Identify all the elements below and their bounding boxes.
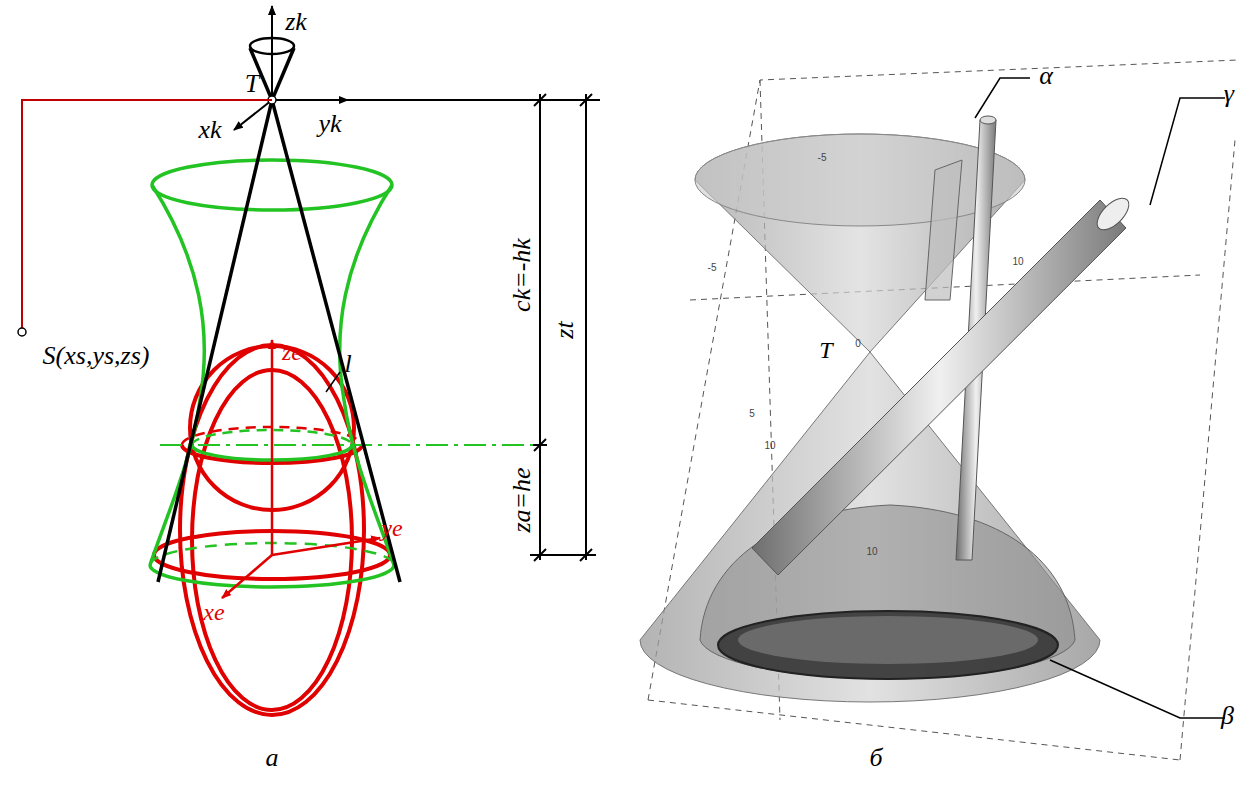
point-label: T xyxy=(819,338,832,362)
dimension-label: ck=-hk xyxy=(509,236,535,314)
axis-label: xk xyxy=(198,117,221,143)
panel-a xyxy=(18,6,600,715)
surface-label: γ xyxy=(1224,81,1234,107)
panel-b xyxy=(640,60,1238,760)
curve-label: l xyxy=(344,351,351,377)
surface-label: β xyxy=(1221,703,1234,729)
tick-number: 10 xyxy=(1012,257,1023,267)
tick-number: 10 xyxy=(866,547,877,557)
tick-number: 10 xyxy=(764,441,775,451)
axis-label: xe xyxy=(203,600,224,624)
tick-number: -5 xyxy=(818,153,827,163)
point-label: T xyxy=(245,71,259,97)
panel-label: а xyxy=(266,745,279,771)
point-label: S(xs,ys,zs) xyxy=(43,343,150,369)
surface-label: α xyxy=(1039,63,1053,89)
axis-label: ze xyxy=(282,340,302,364)
axis-label: zk xyxy=(285,9,307,35)
tick-number: 0 xyxy=(855,339,861,349)
axis-label: yk xyxy=(318,111,341,137)
tick-number: 5 xyxy=(749,409,755,419)
tick-number: -5 xyxy=(708,263,717,273)
axis-label: ye xyxy=(381,516,402,540)
dimension-label: za=he xyxy=(509,465,535,534)
dimension-label: zt xyxy=(552,319,578,340)
panel-label: б xyxy=(869,745,882,771)
